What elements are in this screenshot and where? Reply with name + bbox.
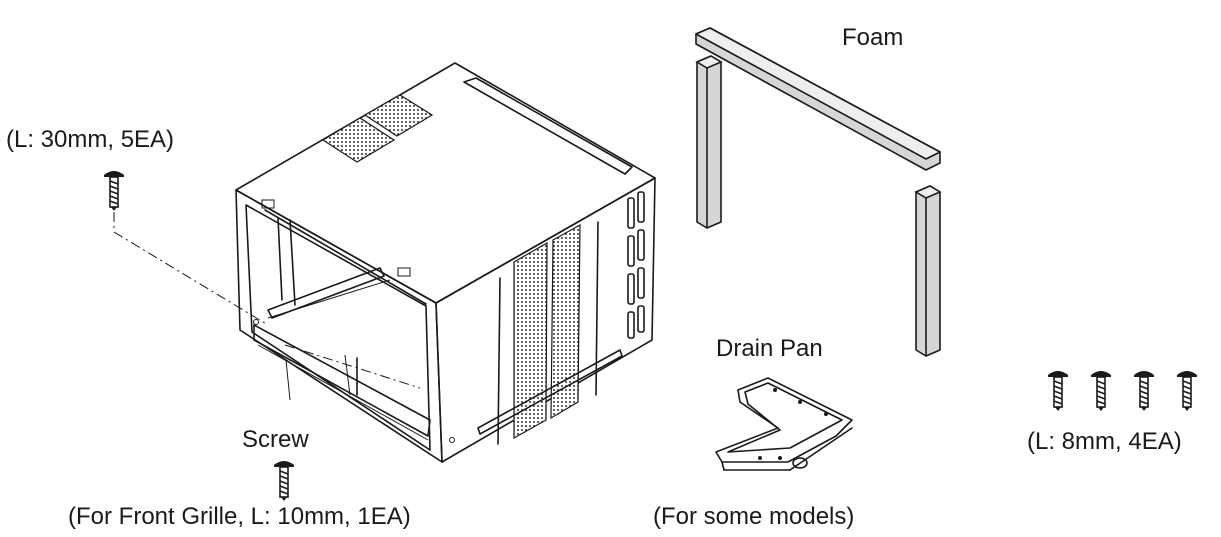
- screw-icon: [1132, 368, 1156, 412]
- foam-strips-illustration: [695, 27, 942, 357]
- screw-icon: [102, 168, 126, 212]
- drain-pan-label: Drain Pan: [716, 335, 823, 362]
- foam-label: Foam: [842, 24, 904, 51]
- drain-pan-note: (For some models): [653, 503, 855, 530]
- cabinet-illustration: [113, 62, 656, 463]
- screw-front-label: (For Front Grille, L: 10mm, 1EA): [68, 503, 411, 530]
- screw-caption: Screw: [242, 426, 309, 453]
- screw-icon: [1175, 368, 1199, 412]
- screw-icon: [1046, 368, 1070, 412]
- screw-icon: [272, 458, 296, 502]
- drain-pan-illustration: [715, 377, 853, 471]
- screw-right-label: (L: 8mm, 4EA): [1027, 428, 1182, 455]
- screw-icon: [1089, 368, 1113, 412]
- screw-top-label: (L: 30mm, 5EA): [6, 126, 175, 153]
